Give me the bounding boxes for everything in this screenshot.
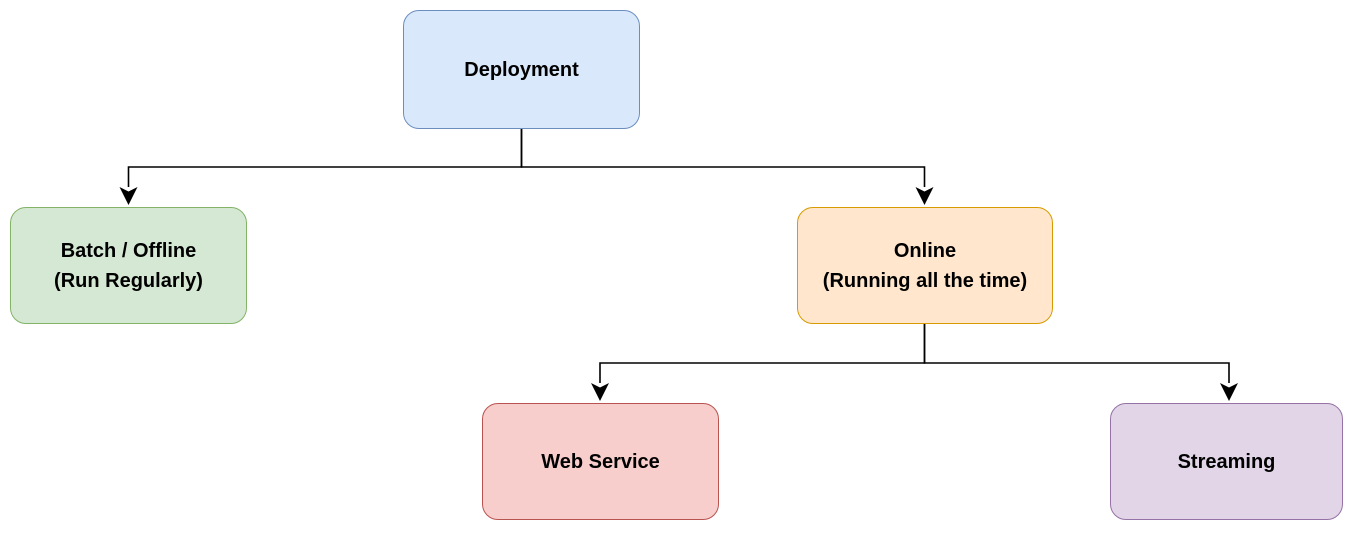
node-batch-offline-label: Batch / Offline (Run Regularly): [54, 239, 203, 292]
edge-deployment-to-online: [520, 129, 934, 205]
node-deployment-label: Deployment: [464, 58, 579, 81]
node-streaming-label: Streaming: [1177, 450, 1276, 473]
edge-deployment-to-batch-offline: [119, 129, 523, 205]
node-batch-offline[interactable]: Batch / Offline (Run Regularly): [10, 207, 247, 324]
edge-online-to-web-service: [591, 324, 926, 401]
node-streaming[interactable]: Streaming: [1110, 403, 1343, 520]
node-deployment[interactable]: Deployment: [403, 10, 640, 129]
node-online[interactable]: Online (Running all the time): [797, 207, 1053, 324]
node-online-label: Online (Running all the time): [822, 239, 1028, 292]
node-web-service-label: Web Service: [541, 450, 660, 473]
edge-online-to-streaming: [923, 324, 1238, 401]
node-web-service[interactable]: Web Service: [482, 403, 719, 520]
